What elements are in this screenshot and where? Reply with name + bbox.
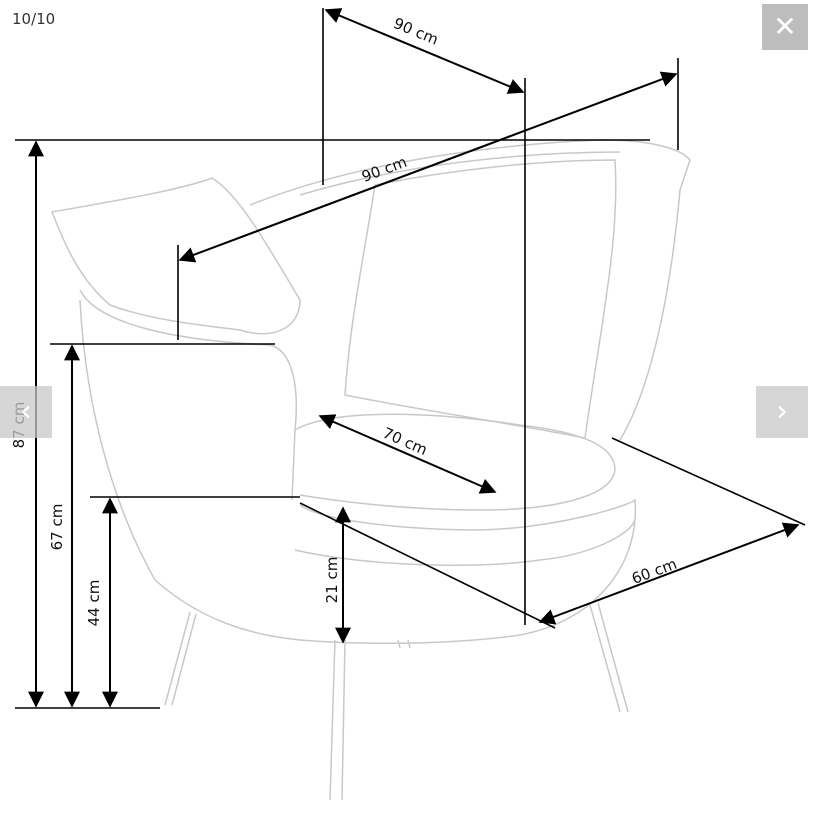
extension-lines	[15, 8, 806, 709]
label-width: 90 cm	[359, 153, 409, 186]
chevron-right-icon: ›	[776, 394, 788, 429]
close-icon: ✕	[773, 10, 797, 43]
close-button[interactable]: ✕	[762, 4, 808, 50]
label-seat-thickness: 21 cm	[323, 557, 341, 604]
arrow-width	[178, 71, 678, 263]
arrow-backrest-depth	[324, 8, 525, 94]
chevron-left-icon: ‹	[20, 394, 32, 429]
label-seat-height: 44 cm	[85, 580, 103, 627]
label-depth: 60 cm	[629, 555, 679, 588]
arrow-depth	[538, 522, 800, 625]
dimension-arrows	[28, 8, 800, 708]
previous-image-button[interactable]: ‹	[0, 386, 52, 438]
arrow-seat-width	[318, 414, 497, 494]
next-image-button[interactable]: ›	[756, 386, 808, 438]
armchair-sketch	[50, 139, 691, 801]
label-backrest-depth: 90 cm	[391, 14, 441, 49]
label-armrest-height: 67 cm	[48, 504, 66, 551]
image-counter: 10/10	[12, 10, 56, 28]
